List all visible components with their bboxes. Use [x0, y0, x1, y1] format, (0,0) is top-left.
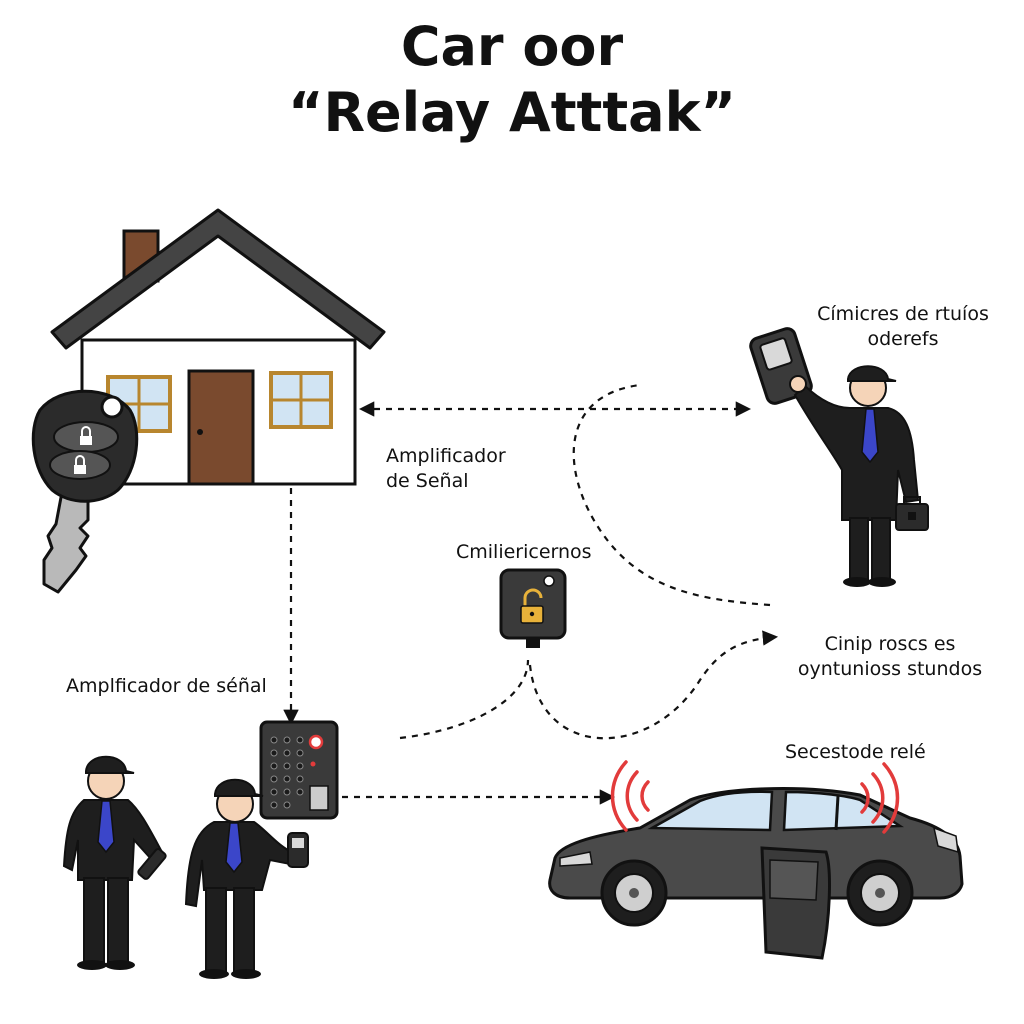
device-loop-path [399, 659, 530, 740]
signal-paths [283, 383, 779, 805]
car-wheel-rear [846, 859, 914, 927]
center-device-label: Cmiliericernos [456, 541, 592, 563]
relay-box-icon [499, 568, 567, 648]
signal-waves-icon-right [860, 762, 900, 834]
amplifier-panel-icon [259, 720, 339, 820]
right-signal-label: Cinip roscs es oyntuniоss stundos [797, 633, 983, 680]
person-icon-middle [184, 778, 309, 979]
car-wheel-front [600, 859, 668, 927]
device-to-right-arrow [528, 630, 779, 740]
person-icon-top-right [789, 365, 929, 587]
car-window-front [647, 790, 774, 832]
briefcase-icon [895, 496, 929, 531]
front-door [187, 369, 255, 486]
padlock-icon [520, 588, 544, 624]
top-loop-path [572, 383, 771, 607]
car-key-icon [31, 389, 139, 594]
car-window-rear [782, 790, 905, 832]
house-window-right [269, 371, 333, 429]
left-amplifier-label: Amplficador de séñal [66, 675, 267, 697]
car-taillight [932, 826, 959, 854]
signal-waves-icon-left [610, 760, 650, 832]
hand-on-device [789, 375, 807, 393]
title-line-2: “Relay Atttak” [287, 81, 737, 144]
top-right-person-label: Címicres de rtuíos oderefs [817, 303, 989, 350]
key-ring-hole [100, 395, 124, 419]
title-line-1: Car oor [400, 15, 624, 78]
car-icon [548, 787, 964, 960]
house-icon [50, 208, 386, 486]
key-blade [42, 490, 90, 594]
car-headlight [559, 851, 593, 867]
car-relay-label: Secestode relé [785, 741, 926, 763]
roof [50, 208, 386, 350]
house-amplifier-label: Amplificador de Señal [386, 445, 506, 492]
lock-icon [74, 426, 92, 474]
person-icon-left [62, 755, 167, 970]
